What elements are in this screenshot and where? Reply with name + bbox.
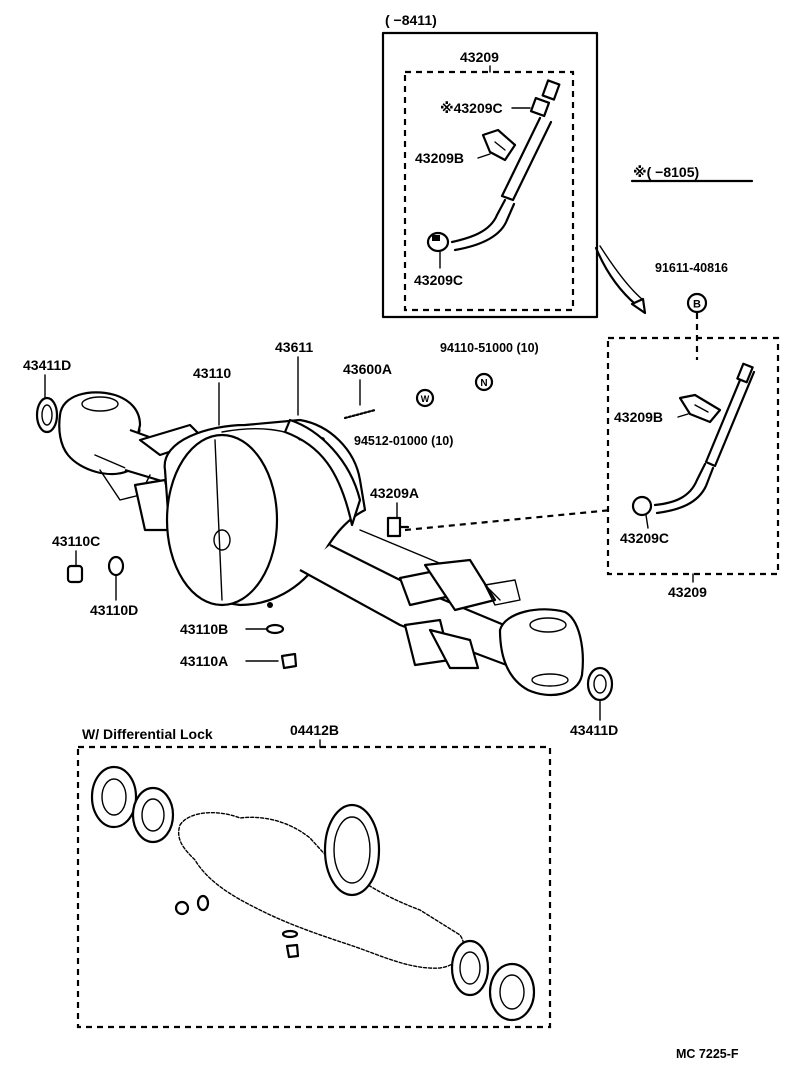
washer-label: 94512-01000 (10) <box>354 434 453 448</box>
right-assembly-label: 43209 <box>668 584 707 600</box>
note-date-range: ※( −8105) <box>633 164 699 180</box>
right-housing-end <box>498 608 584 697</box>
plug-label: 94110-51000 (10) <box>440 341 539 355</box>
marker-n-circle <box>474 372 494 392</box>
right-dashed-frame <box>606 336 780 576</box>
left-oil-seal <box>35 396 59 434</box>
stud-spring <box>343 408 377 420</box>
gasket-d-part <box>107 555 125 577</box>
cover-flange <box>283 418 362 527</box>
carrier-cover-face <box>165 433 279 607</box>
top-clip-label: 43209B <box>415 150 464 166</box>
stud-label: 43600A <box>343 361 392 377</box>
right-clamp-label: 43209C <box>620 530 669 546</box>
redirect-arrow-line <box>594 246 642 310</box>
plug-c-label: 43110C <box>52 533 100 549</box>
top-clip-part <box>481 128 517 162</box>
cover-label: 43611 <box>275 339 313 355</box>
diff-lock-kit-label: 04412B <box>290 722 339 738</box>
top-clamp-label: 43209C <box>414 272 463 288</box>
top-pipe <box>500 116 553 202</box>
gasket-left-outer <box>90 765 138 829</box>
diagram-code: MC 7225-F <box>676 1047 739 1061</box>
breather-connector-line <box>404 508 613 532</box>
gasket-right-inner <box>450 939 490 997</box>
small-washer <box>281 929 299 939</box>
housing-gasket-outline <box>178 811 465 969</box>
marker-w-circle <box>415 388 435 408</box>
axle-housing-drawing <box>35 391 614 702</box>
right-pipe <box>704 366 756 468</box>
washer-b-part <box>265 623 285 635</box>
right-clamp-part <box>631 495 653 517</box>
right-clamp-leader <box>645 514 649 529</box>
diff-lock-box: W/ Differential Lock 04412B <box>76 722 552 1029</box>
cover-gasket <box>323 803 381 897</box>
small-gasket <box>196 894 210 912</box>
washer-b-label: 43110B <box>180 621 228 637</box>
seal-left-label: 43411D <box>23 357 71 373</box>
redirect-arrowhead <box>630 297 647 315</box>
right-hose <box>653 462 715 515</box>
plug-a-part <box>280 652 298 670</box>
plug-c-part <box>66 564 84 584</box>
connector-marker <box>686 292 708 314</box>
right-nipple <box>736 362 754 384</box>
gasket-left-inner <box>131 786 175 844</box>
top-dashed-frame <box>403 70 575 312</box>
nipple-label: ※43209C <box>440 100 503 116</box>
nipple-part <box>529 79 561 118</box>
gasket-d-label: 43110D <box>90 602 138 618</box>
small-plug <box>174 900 190 916</box>
right-clip-part <box>678 393 722 424</box>
small-plug-a <box>285 943 300 959</box>
diff-lock-frame <box>76 745 552 1029</box>
top-variant-box: ( −8411) 43209 ※43209C 43209B 43209C <box>381 12 599 319</box>
right-clip-leader <box>677 413 689 418</box>
top-clamp-part <box>426 231 450 253</box>
top-clip-leader <box>477 153 491 159</box>
redirect-arrow-line-2 <box>599 245 644 301</box>
top-hose <box>450 198 516 252</box>
breather-label: 43209A <box>370 485 419 501</box>
right-variant-box: 91611-40816 B 43209B 43209C 43209 <box>606 261 780 600</box>
marker-n: N <box>480 378 487 389</box>
top-box-frame <box>381 31 599 319</box>
seal-right-label: 43411D <box>570 722 618 738</box>
right-oil-seal <box>586 666 614 702</box>
top-assembly-label: 43209 <box>460 49 499 65</box>
top-date-range: ( −8411) <box>385 12 437 28</box>
gasket-right-outer <box>488 962 536 1022</box>
plug-a-label: 43110A <box>180 653 228 669</box>
diff-lock-title: W/ Differential Lock <box>82 726 213 742</box>
marker-w: W <box>421 394 430 404</box>
right-clip-label: 43209B <box>614 409 663 425</box>
housing-label: 43110 <box>193 365 231 381</box>
marker-b: B <box>693 299 701 311</box>
connector-label: 91611-40816 <box>655 261 728 275</box>
breather-part <box>386 516 410 538</box>
